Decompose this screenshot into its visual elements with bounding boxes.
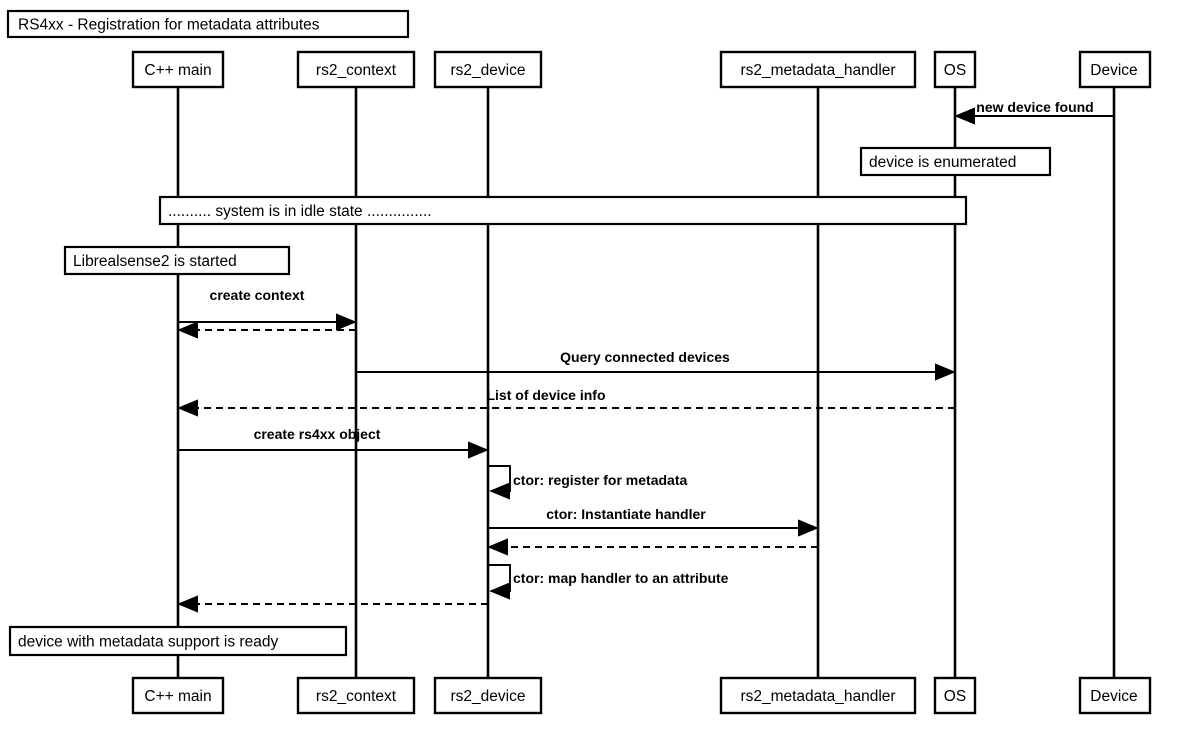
note-idle-state-label: .......... system is in idle state .....… <box>168 203 432 220</box>
note-librealsense <box>63 245 291 276</box>
participant-head-label-device: Device <box>1090 62 1137 79</box>
participant-foot-rs2_context[interactable] <box>296 676 416 715</box>
participant-foot-label-device: Device <box>1090 688 1137 705</box>
participant-head-rs2_context[interactable] <box>296 50 416 89</box>
participant-foot-label-os: OS <box>944 688 966 705</box>
participant-foot-os[interactable] <box>933 676 977 715</box>
self-map-handler-label: ctor: map handler to an attribute <box>513 570 729 586</box>
participant-head-label-os: OS <box>944 62 966 79</box>
note-idle-state <box>158 195 968 226</box>
participant-foot-label-rs2_device: rs2_device <box>451 688 526 705</box>
note-ready-label: device with metadata support is ready <box>18 634 278 651</box>
participant-head-rs2_device[interactable] <box>433 50 543 89</box>
diagram-title-label: RS4xx - Registration for metadata attrib… <box>18 17 320 34</box>
participant-head-label-cpp_main: C++ main <box>144 62 211 79</box>
msg-create-context-label: create context <box>210 287 305 303</box>
self-map-handler <box>488 564 511 600</box>
participant-head-label-rs2_device: rs2_device <box>451 62 526 79</box>
note-device-enumerated <box>859 146 1052 177</box>
self-register-metadata <box>488 465 511 500</box>
msg-list-device-info-label: List of device info <box>486 387 605 403</box>
participant-head-os[interactable] <box>933 50 977 89</box>
msg-new-device-found-label: new device found <box>976 99 1093 115</box>
participant-foot-label-cpp_main: C++ main <box>144 688 211 705</box>
msg-instantiate-handler-label: ctor: Instantiate handler <box>546 506 706 522</box>
participant-head-label-rs2_metadata_handler: rs2_metadata_handler <box>740 62 895 79</box>
participant-head-rs2_metadata_handler[interactable] <box>719 50 917 89</box>
note-ready <box>8 625 348 657</box>
notes-layer: device is enumerated .......... system is… <box>8 146 1052 657</box>
participant-foot-label-rs2_metadata_handler: rs2_metadata_handler <box>740 688 895 705</box>
participant-foot-device[interactable] <box>1078 676 1152 715</box>
self-messages-layer: ctor: register for metadata ctor: map han… <box>488 465 729 600</box>
participant-foot-label-rs2_context: rs2_context <box>316 688 397 705</box>
participant-foot-cpp_main[interactable] <box>131 676 225 715</box>
note-librealsense-label: Librealsense2 is started <box>73 253 237 270</box>
participant-foot-rs2_metadata_handler[interactable] <box>719 676 917 715</box>
self-register-metadata-label: ctor: register for metadata <box>513 472 687 488</box>
note-device-enumerated-label: device is enumerated <box>869 154 1016 171</box>
msg-query-devices-label: Query connected devices <box>560 349 730 365</box>
participant-foot-rs2_device[interactable] <box>433 676 543 715</box>
msg-create-rs4xx-label: create rs4xx object <box>254 426 381 442</box>
lifelines-layer <box>176 87 1116 678</box>
participant-head-label-rs2_context: rs2_context <box>316 62 397 79</box>
diagram-title: RS4xx - Registration for metadata attrib… <box>6 9 410 39</box>
participant-head-device[interactable] <box>1078 50 1152 89</box>
title-box <box>6 9 410 39</box>
participant-head-cpp_main[interactable] <box>131 50 225 89</box>
